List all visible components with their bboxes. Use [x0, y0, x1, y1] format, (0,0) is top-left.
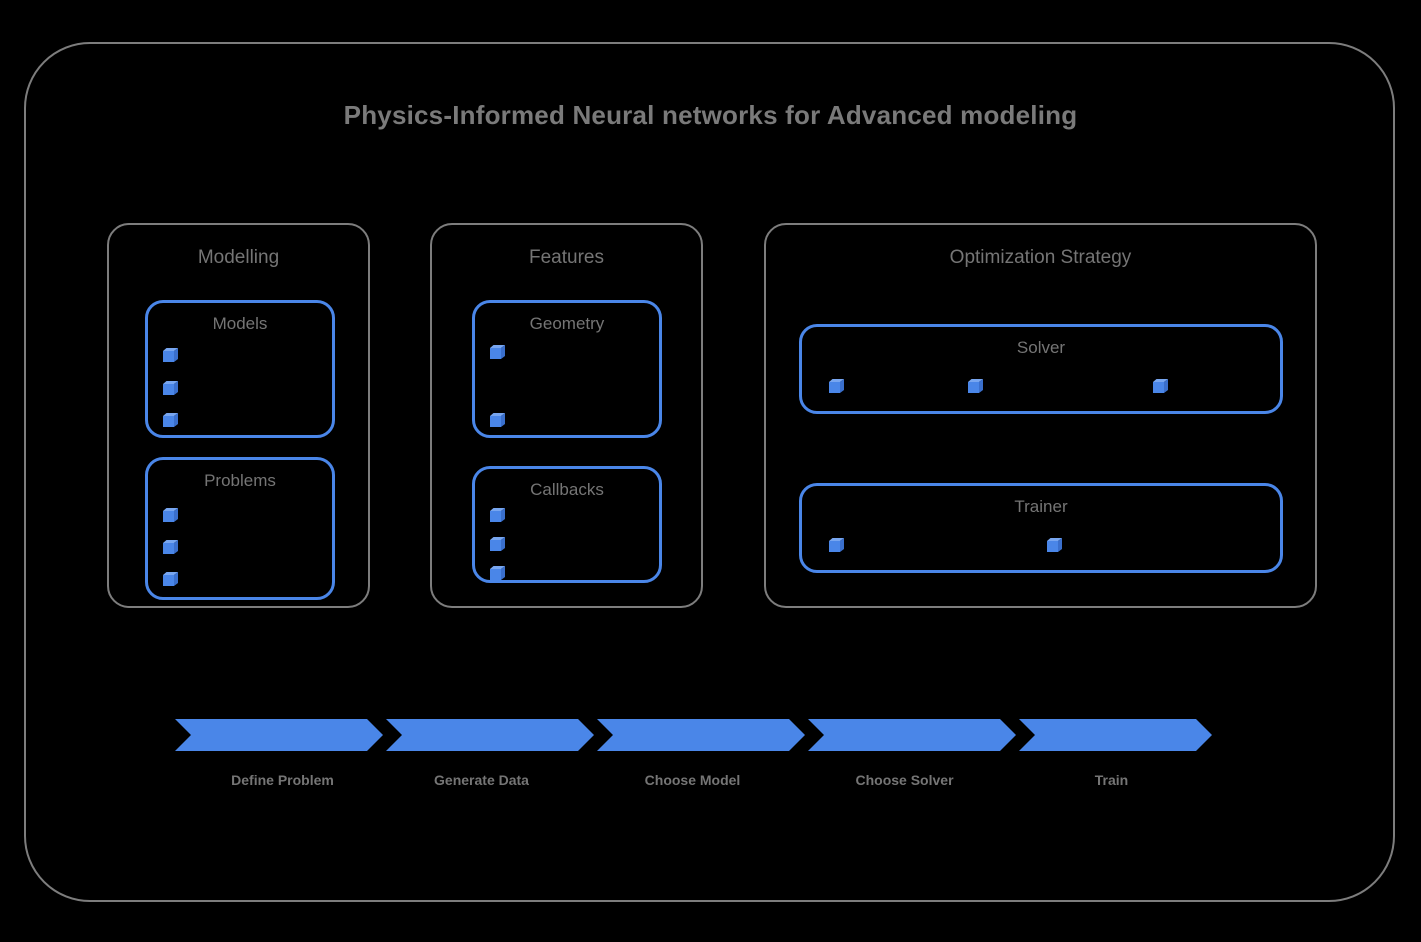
pipeline-label-generate-data: Generate Data: [434, 772, 529, 788]
pipeline-arrow-generate-data[interactable]: [386, 719, 594, 751]
box-geometry-label: Geometry: [529, 314, 605, 333]
box-trainer-label: Trainer: [1014, 497, 1068, 516]
page-title: Physics-Informed Neural networks for Adv…: [343, 100, 1078, 130]
cube-icon: [490, 508, 505, 523]
cube-icon: [490, 566, 505, 581]
box-models[interactable]: Models: [145, 300, 335, 438]
cube-icon: [829, 538, 844, 553]
cube-icon: [490, 537, 505, 552]
pipeline-label-train: Train: [1094, 772, 1129, 788]
cube-icon: [490, 413, 505, 428]
cube-icon: [163, 540, 178, 555]
box-problems[interactable]: Problems: [145, 457, 335, 600]
cube-icon: [968, 379, 983, 394]
cube-icon: [163, 413, 178, 428]
pipeline-arrow-train[interactable]: [1019, 719, 1212, 751]
pipeline-arrow-choose-model[interactable]: [597, 719, 805, 751]
group-modelling-label: Modelling: [197, 247, 280, 268]
box-models-label: Models: [212, 314, 268, 333]
pipeline-label-define-problem: Define Problem: [231, 772, 334, 788]
cube-icon: [163, 381, 178, 396]
box-trainer[interactable]: Trainer: [799, 483, 1283, 573]
cube-icon: [1047, 538, 1062, 553]
cube-icon: [163, 572, 178, 587]
cube-icon: [163, 348, 178, 363]
cube-icon: [1153, 379, 1168, 394]
pipeline-arrows: [175, 719, 1212, 751]
box-callbacks[interactable]: Callbacks: [472, 466, 662, 583]
cube-icon: [163, 508, 178, 523]
pipeline-arrow-choose-solver[interactable]: [808, 719, 1016, 751]
pipeline-label-choose-model: Choose Model: [644, 772, 741, 788]
group-features: Features: [430, 223, 703, 608]
box-solver[interactable]: Solver: [799, 324, 1283, 414]
pipeline-arrow-define-problem[interactable]: [175, 719, 383, 751]
outer-frame: [24, 42, 1395, 902]
cube-icon: [829, 379, 844, 394]
group-optimization-strategy: Optimization Strategy: [764, 223, 1317, 608]
box-callbacks-label: Callbacks: [530, 480, 604, 499]
box-solver-label: Solver: [1016, 338, 1066, 357]
group-optimization-strategy-label: Optimization Strategy: [949, 247, 1132, 268]
cube-icon: [490, 345, 505, 360]
box-problems-label: Problems: [204, 471, 276, 490]
group-modelling: Modelling: [107, 223, 370, 608]
group-features-label: Features: [529, 247, 604, 268]
pipeline-label-choose-solver: Choose Solver: [855, 772, 954, 788]
box-geometry[interactable]: Geometry: [472, 300, 662, 438]
